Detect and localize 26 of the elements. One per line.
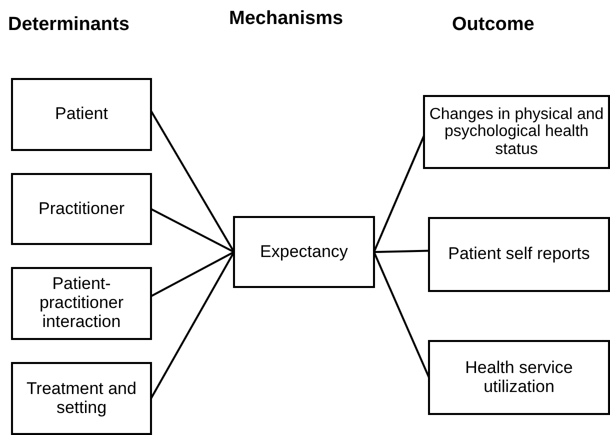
connector-line <box>150 110 235 252</box>
box-label: Patient- practitioner interaction <box>38 275 125 332</box>
box-label: Patient self reports <box>448 245 590 264</box>
process-box <box>11 362 152 435</box>
process-box <box>11 78 152 151</box>
connector-line <box>374 250 430 253</box>
box-label: Changes in physical and psychological health status <box>428 106 605 158</box>
process-box <box>428 217 610 292</box>
process-box <box>428 340 610 415</box>
box-label: Patient <box>55 105 108 124</box>
box-label: Treatment and setting <box>26 380 138 418</box>
connector-line <box>150 252 235 399</box>
connector-line <box>150 251 234 298</box>
box-label: Expectancy <box>260 242 348 262</box>
connector-line <box>373 252 430 378</box>
process-box <box>11 173 152 245</box>
box-label: Health service utilization <box>464 358 574 396</box>
connector-line <box>373 135 425 252</box>
column-heading: Determinants <box>8 14 130 36</box>
column-heading: Outcome <box>452 14 534 36</box>
process-box <box>423 95 610 169</box>
box-label: Practitioner <box>38 200 124 218</box>
connector-line <box>150 208 234 253</box>
process-box <box>233 216 375 288</box>
column-heading: Mechanisms <box>229 8 344 30</box>
process-box <box>11 267 152 340</box>
